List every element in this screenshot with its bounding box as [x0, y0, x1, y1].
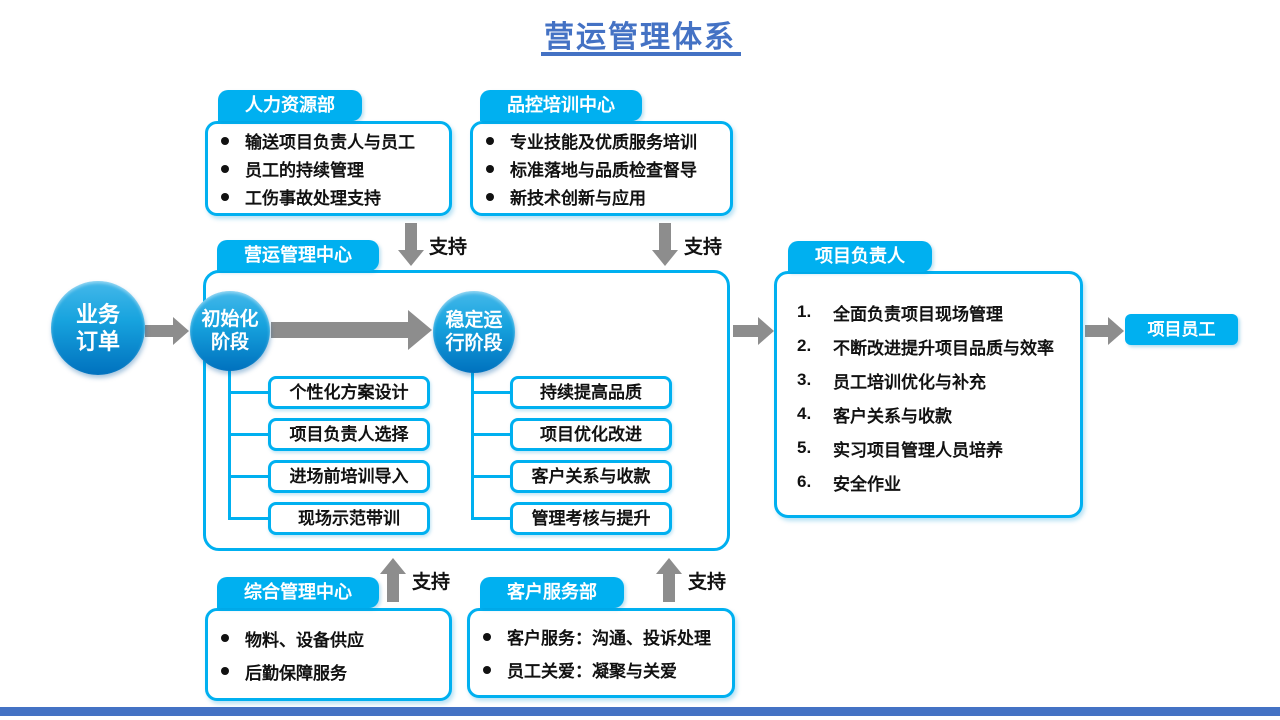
- admin-center-tab: 综合管理中心: [217, 577, 379, 608]
- support-label: 支持: [412, 572, 451, 593]
- qc-center-panel: 专业技能及优质服务培训 标准落地与品质检查督导 新技术创新与应用: [470, 121, 733, 216]
- list-item: 不断改进提升项目品质与效率: [833, 338, 1054, 358]
- list-item: 实习项目管理人员培养: [833, 440, 1003, 460]
- task-box: 客户关系与收款: [510, 460, 672, 493]
- connector-line: [228, 368, 231, 519]
- task-box: 个性化方案设计: [268, 376, 430, 409]
- list-item: 安全作业: [833, 474, 901, 494]
- task-box: 项目负责人选择: [268, 418, 430, 451]
- connector-line: [471, 391, 512, 394]
- list-item: 输送项目负责人与员工: [221, 130, 449, 152]
- list-item: 后勤保障服务: [221, 661, 449, 683]
- list-item: 标准落地与品质检查督导: [486, 158, 730, 180]
- up-arrow-icon: [380, 558, 406, 602]
- init-phase-circle: 初始化 阶段: [190, 291, 270, 371]
- business-order-circle: 业务 订单: [51, 281, 145, 375]
- bullet-icon: [486, 192, 494, 201]
- connector-line: [228, 517, 270, 520]
- page-title: 营运管理体系: [544, 21, 736, 54]
- bullet-icon: [221, 192, 229, 201]
- list-item: 全面负责项目现场管理: [833, 304, 1003, 324]
- connector-line: [228, 433, 270, 436]
- list-item: 物料、设备供应: [221, 628, 449, 650]
- bullet-icon: [221, 634, 229, 642]
- flow-arrow-icon: [733, 317, 774, 345]
- bullet-icon: [486, 164, 494, 173]
- connector-line: [471, 433, 512, 436]
- stable-phase-circle: 稳定运 行阶段: [433, 291, 515, 373]
- connector-line: [471, 370, 474, 519]
- admin-center-panel: 物料、设备供应 后勤保障服务: [205, 608, 452, 701]
- footer-bar: [0, 707, 1280, 716]
- flow-arrow-icon: [1085, 317, 1124, 345]
- bullet-icon: [483, 665, 491, 674]
- list-item: 员工的持续管理: [221, 158, 449, 180]
- list-item: 新技术创新与应用: [486, 186, 730, 208]
- qc-center-tab: 品控培训中心: [480, 90, 642, 121]
- bullet-icon: [221, 164, 229, 173]
- support-label: 支持: [684, 237, 723, 258]
- list-item: 员工关爱：凝聚与关爱: [483, 659, 732, 681]
- list-item: 专业技能及优质服务培训: [486, 130, 730, 152]
- pm-tab: 项目负责人: [788, 241, 932, 272]
- down-arrow-icon: [652, 223, 678, 266]
- connector-line: [228, 391, 270, 394]
- service-dept-panel: 客户服务：沟通、投诉处理 员工关爱：凝聚与关爱: [467, 608, 735, 698]
- task-box: 管理考核与提升: [510, 502, 672, 535]
- task-box: 项目优化改进: [510, 418, 672, 451]
- bullet-icon: [483, 632, 491, 641]
- bullet-icon: [221, 667, 229, 675]
- up-arrow-icon: [656, 558, 682, 602]
- support-label: 支持: [429, 237, 468, 258]
- bullet-icon: [221, 136, 229, 145]
- task-box: 持续提高品质: [510, 376, 672, 409]
- hr-dept-tab: 人力资源部: [218, 90, 362, 121]
- phase-flow-arrow-icon: [271, 310, 432, 350]
- ops-center-tab: 营运管理中心: [217, 240, 379, 271]
- connector-line: [471, 475, 512, 478]
- list-item: 员工培训优化与补充: [833, 372, 986, 392]
- connector-line: [228, 475, 270, 478]
- list-item: 工伤事故处理支持: [221, 186, 449, 208]
- bullet-icon: [486, 136, 494, 145]
- title-underline: [541, 52, 741, 56]
- list-item: 客户关系与收款: [833, 406, 952, 426]
- hr-dept-panel: 输送项目负责人与员工 员工的持续管理 工伤事故处理支持: [205, 121, 452, 216]
- pm-panel: 全面负责项目现场管理 不断改进提升项目品质与效率 员工培训优化与补充 客户关系与…: [774, 271, 1083, 518]
- down-arrow-icon: [398, 223, 424, 266]
- project-staff-chip: 项目员工: [1125, 314, 1238, 345]
- support-label: 支持: [688, 572, 727, 593]
- task-box: 进场前培训导入: [268, 460, 430, 493]
- task-box: 现场示范带训: [268, 502, 430, 535]
- service-dept-tab: 客户服务部: [480, 577, 624, 608]
- connector-line: [471, 517, 512, 520]
- flow-arrow-icon: [145, 317, 189, 345]
- list-item: 客户服务：沟通、投诉处理: [483, 626, 732, 648]
